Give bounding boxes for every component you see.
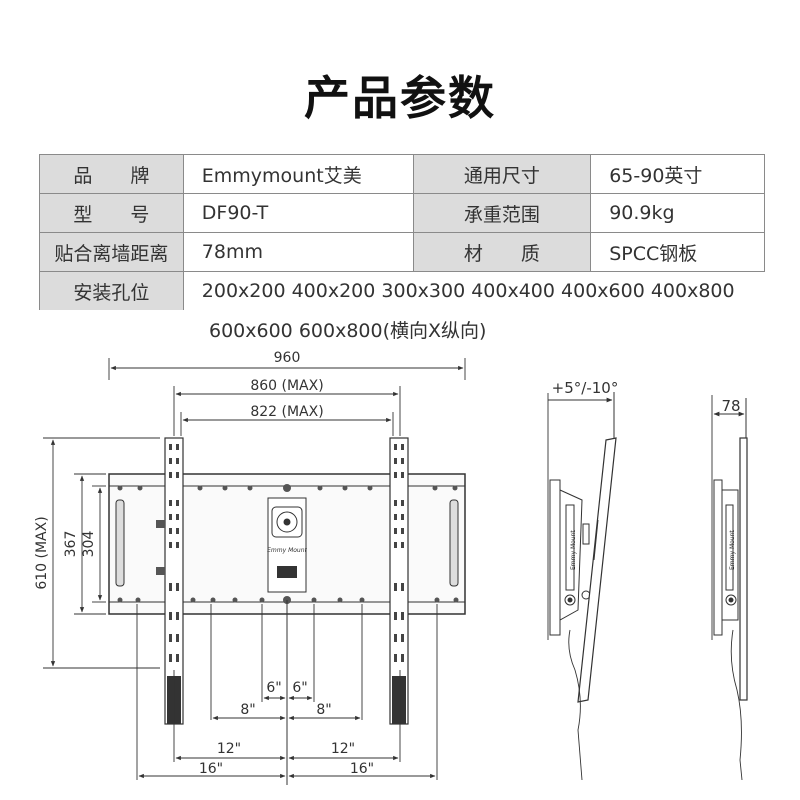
dim-12in-right-label: 12" — [331, 741, 355, 757]
side-view-depth: 78 Emmy Mount — [711, 395, 748, 781]
spec-label: 型 号 — [39, 193, 184, 233]
spec-value: 90.9kg — [590, 193, 765, 233]
label-sticker — [277, 566, 297, 578]
spec-label: 安装孔位 — [39, 271, 184, 310]
lock-box — [271, 506, 303, 538]
depth-brand-mark: Emmy Mount — [729, 530, 736, 570]
spec-row: 品 牌 Emmymount艾美 通用尺寸 65-90英寸 — [39, 154, 765, 194]
spec-row: 安装孔位 200x200 400x200 300x300 400x400 400… — [39, 271, 765, 310]
spec-value-holes-continued: 600x600 600x800(横向X纵向) — [209, 320, 487, 342]
arm-holes — [169, 444, 404, 662]
dim-610-label: 610 (MAX) — [34, 516, 50, 589]
dimension-labels: 960 860 (MAX) 822 (MAX) 610 (MAX) 367 30… — [34, 350, 374, 777]
dim-860-label: 860 (MAX) — [250, 378, 323, 394]
side-view-tilt: +5°/-10° Emmy Mount — [547, 379, 619, 781]
dim-16in-left-label: 16" — [199, 761, 223, 777]
spec-value-holes: 200x200 400x200 300x300 400x400 400x600 … — [182, 271, 765, 310]
page-title: 产品参数 — [304, 71, 496, 125]
spec-row: 贴合离墙距离 78mm 材 质 SPCC钢板 — [39, 232, 765, 272]
dim-367-label: 367 — [63, 531, 79, 558]
dim-12in-left-label: 12" — [217, 741, 241, 757]
dimension-lines — [43, 358, 466, 780]
dim-304-label: 304 — [81, 531, 97, 558]
spec-value: DF90-T — [182, 193, 414, 233]
spec-table: 品 牌 Emmymount艾美 通用尺寸 65-90英寸 型 号 DF90-T … — [39, 154, 765, 310]
lock-dial-icon — [276, 511, 298, 533]
top-hole-row — [117, 484, 458, 492]
spec-value: SPCC钢板 — [590, 232, 765, 272]
dim-960-label: 960 — [274, 350, 301, 366]
dim-16in-right-label: 16" — [350, 761, 374, 777]
depth-label: 78 — [721, 397, 740, 415]
spec-label: 贴合离墙距离 — [39, 232, 184, 272]
right-slot — [449, 499, 459, 587]
brand-mark: Emmy Mount — [267, 547, 307, 554]
dim-6in-left-label: 6" — [266, 680, 281, 696]
spec-label: 材 质 — [412, 232, 592, 272]
spec-row: 型 号 DF90-T 承重范围 90.9kg — [39, 193, 765, 233]
tilt-angle-label: +5°/-10° — [552, 379, 619, 397]
front-view: Emmy Mount — [108, 437, 466, 785]
dim-822-label: 822 (MAX) — [250, 404, 323, 420]
dim-8in-left-label: 8" — [240, 702, 255, 718]
left-slot — [115, 499, 125, 587]
side-brand-mark: Emmy Mount — [570, 530, 577, 570]
spec-value: 65-90英寸 — [590, 154, 765, 194]
dim-6in-right-label: 6" — [292, 680, 307, 696]
dim-8in-right-label: 8" — [316, 702, 331, 718]
spec-label: 品 牌 — [39, 154, 184, 194]
right-arm-foot — [392, 676, 406, 724]
spec-label: 承重范围 — [412, 193, 592, 233]
spec-value: 78mm — [182, 232, 414, 272]
